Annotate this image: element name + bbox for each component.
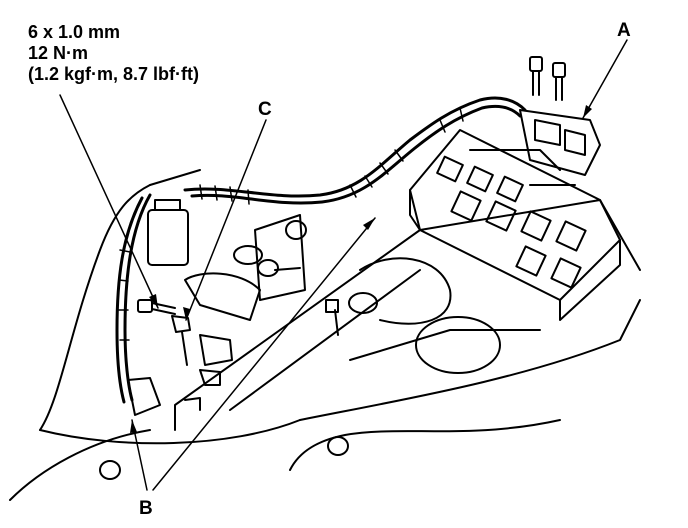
ground-terminal-b: [127, 334, 233, 416]
callout-c: C: [258, 99, 272, 120]
bolt-size-text: 6 x 1.0 mm: [28, 22, 121, 42]
fender-outline: [9, 169, 641, 501]
engine-components: [184, 214, 307, 321]
leader-arrowheads: [130, 105, 592, 433]
harness-tape-marks: [118, 107, 464, 341]
ground-bolt: [137, 299, 191, 366]
callout-a: A: [617, 20, 631, 41]
callout-b: B: [139, 498, 153, 519]
torque-specification: 6 x 1.0 mm 12 N·m (1.2 kgf·m, 8.7 lbf·ft…: [28, 22, 199, 85]
wire-harness: [115, 96, 527, 404]
bolt-pair: [529, 56, 566, 101]
lower-fittings: [99, 257, 501, 480]
bracket-a: [519, 109, 601, 176]
leader-lines: [59, 39, 628, 491]
connector-block: [147, 199, 189, 266]
torque-alt-text: (1.2 kgf·m, 8.7 lbf·ft): [28, 64, 200, 84]
engine-cover-panel: [174, 199, 641, 471]
torque-nm-text: 12 N·m: [28, 43, 89, 63]
fuse-relay-box: [409, 129, 621, 321]
